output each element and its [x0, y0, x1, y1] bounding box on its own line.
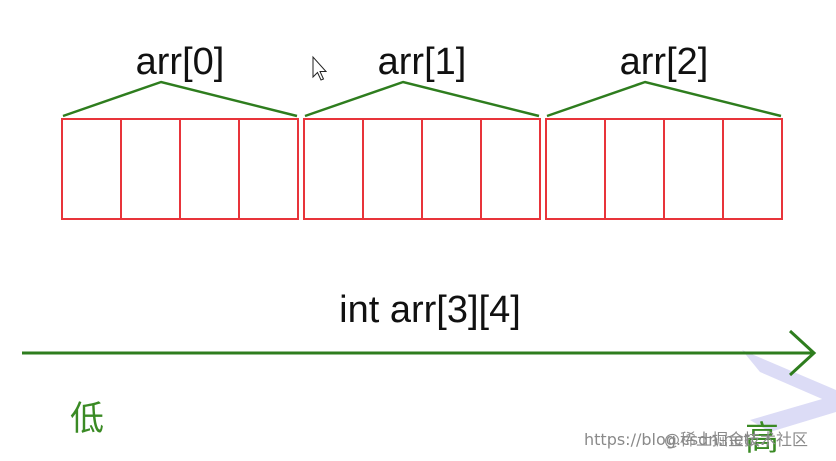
watermark-mark: [742, 350, 836, 432]
row-bracket: [546, 80, 782, 118]
watermark-brand: @稀土掘金技术社区: [664, 430, 808, 449]
memory-cells: [61, 118, 783, 220]
address-axis-arrow: [22, 329, 817, 377]
memory-cell: [238, 118, 299, 220]
memory-cell: [303, 118, 364, 220]
memory-cell: [480, 118, 541, 220]
high-address-label: 高: [745, 419, 779, 459]
memory-cell: [545, 118, 606, 220]
row-bracket: [304, 80, 540, 118]
row-brackets: [62, 80, 782, 118]
low-address-label: 低: [70, 399, 104, 439]
memory-cell: [663, 118, 724, 220]
memory-cell: [362, 118, 423, 220]
row-label: arr[1]: [378, 41, 467, 83]
declaration-label: int arr[3][4]: [339, 289, 521, 331]
memory-cell: [120, 118, 181, 220]
watermark-url: https://blog.csdn.net/...: [584, 430, 770, 449]
row-bracket: [62, 80, 298, 118]
row-labels: arr[0] arr[1] arr[2]: [136, 41, 709, 83]
memory-cell: [421, 118, 482, 220]
mouse-cursor-icon: [312, 55, 328, 81]
row-label: arr[0]: [136, 41, 225, 83]
memory-cell: [722, 118, 783, 220]
memory-cell: [61, 118, 122, 220]
memory-cell: [179, 118, 240, 220]
memory-cell: [604, 118, 665, 220]
row-label: arr[2]: [620, 41, 709, 83]
